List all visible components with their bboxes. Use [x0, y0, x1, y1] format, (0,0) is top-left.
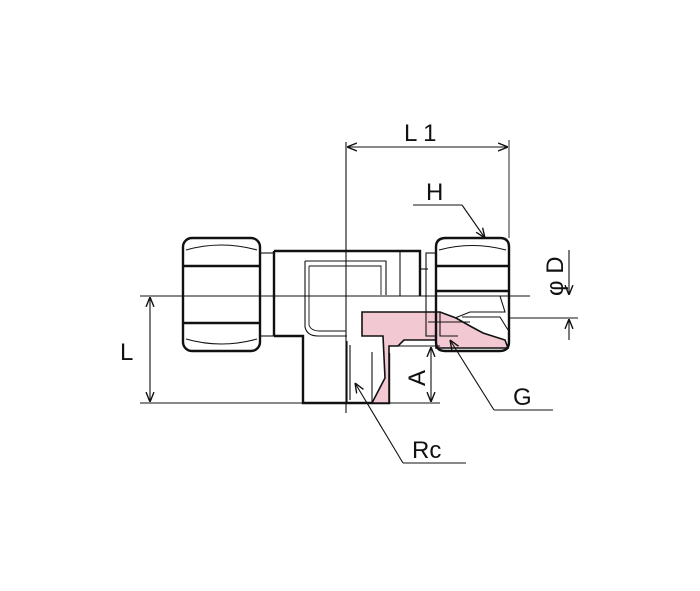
- dim-l: L: [120, 295, 302, 404]
- label-a: A: [404, 370, 431, 386]
- label-l1: L 1: [404, 120, 436, 147]
- dim-phi-d: φ D: [509, 250, 578, 340]
- leader-h: H: [413, 179, 485, 238]
- section-fill: [361, 311, 510, 404]
- left-nut: [181, 236, 275, 353]
- leader-rc: Rc: [355, 383, 466, 464]
- dim-l1: L 1: [345, 120, 510, 250]
- label-l: L: [120, 339, 133, 366]
- rc-port: [346, 341, 373, 403]
- right-nut: [425, 236, 511, 353]
- label-phi-d: φ D: [542, 256, 569, 296]
- dim-a: A: [389, 345, 440, 404]
- label-rc: Rc: [412, 437, 441, 464]
- label-g: G: [513, 384, 532, 411]
- center-lines: [148, 142, 530, 413]
- label-h: H: [426, 179, 443, 206]
- leader-g: G: [450, 340, 553, 411]
